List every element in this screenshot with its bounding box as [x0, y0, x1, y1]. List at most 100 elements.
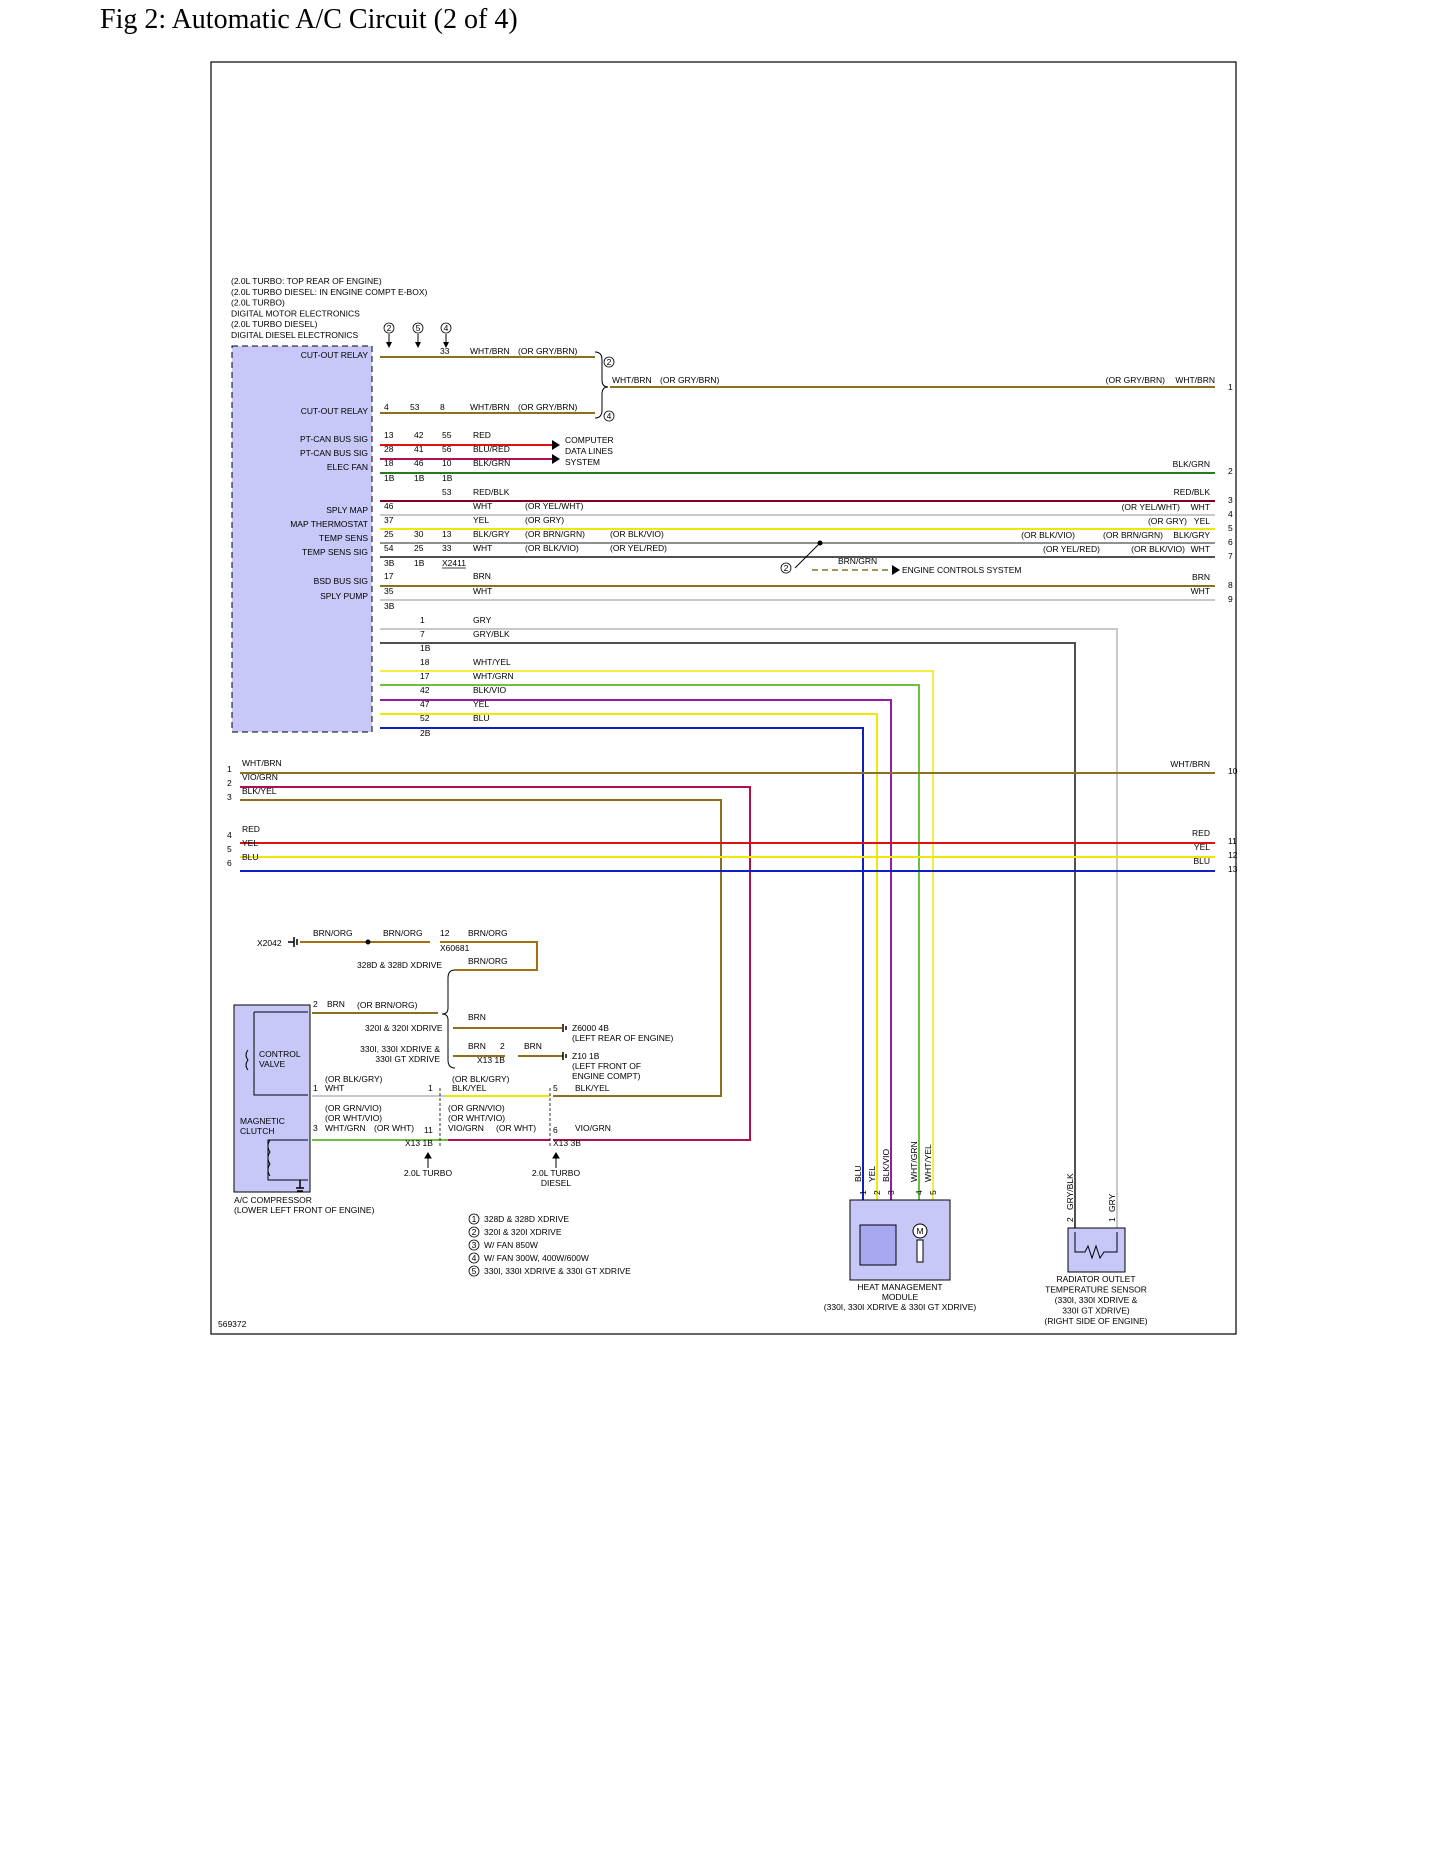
- pin-number: 5: [227, 844, 232, 854]
- diagram-label: WHT: [1191, 544, 1210, 554]
- diagram-label: (OR GRN/VIO): [325, 1103, 382, 1113]
- wire: [240, 799, 722, 1097]
- pin-number: 13: [384, 430, 394, 440]
- diagram-label: (OR WHT): [496, 1123, 536, 1133]
- diagram-label: TEMPERATURE SENSOR: [1045, 1285, 1147, 1295]
- diagram-label: BRN: [327, 999, 345, 1009]
- diagram-label: BRN: [468, 1012, 486, 1022]
- clutch-wiring: [267, 1139, 308, 1181]
- wire-color-label: GRY/BLK: [1065, 1173, 1075, 1210]
- pin-number: 10: [1228, 766, 1238, 776]
- dme-pin-label: SPLY PUMP: [320, 591, 368, 601]
- legend-number: 5: [472, 1266, 477, 1276]
- pin-number: 1: [313, 1083, 318, 1093]
- diagram-label: WHT/YEL: [473, 657, 511, 667]
- arrow-head: [386, 342, 392, 348]
- wire-color-label: BLK/VIO: [881, 1149, 891, 1182]
- ac-compressor: [233, 1004, 311, 1193]
- diagram-label: ENGINE COMPT): [572, 1071, 641, 1081]
- pin-number: 5: [1228, 523, 1233, 533]
- dme-pin-label: CUT-OUT RELAY: [301, 406, 369, 416]
- pin-number: 30: [414, 529, 424, 539]
- diagram-label: WHT: [473, 501, 492, 511]
- pin-number: 46: [384, 501, 394, 511]
- pin-number: 2: [227, 778, 232, 788]
- pin-number: 8: [1228, 580, 1233, 590]
- diagram-label: WHT: [473, 543, 492, 553]
- wire: [380, 642, 1076, 1232]
- diagram-label: YEL: [1194, 842, 1210, 852]
- splice-brace: [594, 351, 609, 419]
- diagram-label: YEL: [242, 838, 258, 848]
- pin-number: 33: [440, 346, 450, 356]
- diagram-label: YEL: [1194, 516, 1210, 526]
- diagram-label: (OR GRY/BRN): [518, 346, 578, 356]
- diagram-label: (330I, 330I XDRIVE &: [1055, 1295, 1138, 1305]
- pin-number: 2B: [420, 728, 431, 738]
- motor-icon: [912, 1223, 928, 1239]
- pin-number: 2: [1228, 466, 1233, 476]
- diagram-label: M: [916, 1226, 923, 1236]
- pin-number: 25: [414, 543, 424, 553]
- variant-circle: [440, 322, 452, 334]
- legend-number: 4: [472, 1253, 477, 1263]
- splice-brace: [441, 969, 456, 1069]
- variant-circle: [780, 562, 792, 574]
- diagram-label: BLU/RED: [473, 444, 510, 454]
- diagram-label: 330I, 330I XDRIVE &: [360, 1044, 440, 1054]
- pin-number: 52: [420, 713, 430, 723]
- diagram-label: VIO/GRN: [575, 1123, 611, 1133]
- components: [231, 345, 1126, 1281]
- radiator-sensor: [1067, 1227, 1126, 1273]
- diagram-label: WHT: [1191, 502, 1210, 512]
- switch-line: [794, 542, 821, 569]
- diagram-label: X60681: [440, 943, 470, 953]
- diagram-label: X13 1B: [405, 1138, 433, 1148]
- pin-number: 11: [1228, 836, 1237, 846]
- diagram-label: (OR GRN/VIO): [448, 1103, 505, 1113]
- dme-module: [231, 345, 373, 733]
- diagram-label: HEAT MANAGEMENT: [857, 1282, 942, 1292]
- variant-circle: [383, 322, 395, 334]
- wires: [240, 334, 1215, 1232]
- dme-pin-label: SPLY MAP: [326, 505, 368, 515]
- dme-pin-label: CUT-OUT RELAY: [301, 350, 369, 360]
- pin-number: 2: [1065, 1217, 1075, 1222]
- pin-number: 1B: [442, 473, 453, 483]
- arrow-up: [424, 1152, 432, 1168]
- arrow-up: [552, 1152, 560, 1168]
- diagram-label: YEL: [473, 515, 489, 525]
- diagram-label: WHT: [325, 1083, 344, 1093]
- diagram-label: BRN/ORG: [383, 928, 423, 938]
- legend-text: W/ FAN 850W: [484, 1240, 538, 1250]
- wire-color-label: YEL: [867, 1166, 877, 1182]
- diagram-label: BLK/GRN: [1173, 459, 1210, 469]
- legend-text: 330I, 330I XDRIVE & 330I GT XDRIVE: [484, 1266, 631, 1276]
- pin-number: 5: [928, 1190, 938, 1195]
- pin-number: 6: [553, 1125, 558, 1135]
- pin-number: 46: [414, 458, 424, 468]
- diagram-label: X2411: [442, 558, 466, 568]
- pin-number: 1: [227, 764, 232, 774]
- diagram-label: X13 1B: [477, 1055, 505, 1065]
- dme-pin-label: ELEC FAN: [327, 462, 368, 472]
- diagram-label: BLK/YEL: [242, 786, 277, 796]
- diagram-label: (OR YEL/RED): [1043, 544, 1100, 554]
- pin-number: 33: [442, 543, 452, 553]
- dme-note: (2.0L TURBO: TOP REAR OF ENGINE): [231, 276, 382, 286]
- wire-color-label: GRY: [1107, 1193, 1117, 1212]
- pin-number: 1B: [384, 473, 395, 483]
- dme-pin-label: TEMP SENS: [319, 533, 368, 543]
- pin-number: 18: [384, 458, 394, 468]
- dme-note: DIGITAL DIESEL ELECTRONICS: [231, 330, 359, 340]
- diagram-label: BRN/GRN: [838, 556, 877, 566]
- diagram-label: WHT/GRN: [325, 1123, 366, 1133]
- diagram-label: CONTROL: [259, 1049, 301, 1059]
- pin-number: 1: [1107, 1217, 1117, 1222]
- pin-number: 42: [414, 430, 424, 440]
- diagram-label: 328D & 328D XDRIVE: [357, 960, 442, 970]
- diagram-label: WHT/BRN: [1170, 759, 1210, 769]
- dme-pin-label: MAP THERMOSTAT: [290, 519, 368, 529]
- diagram-label: MODULE: [882, 1292, 919, 1302]
